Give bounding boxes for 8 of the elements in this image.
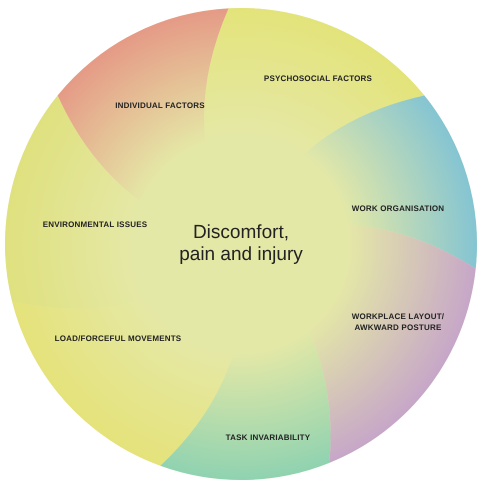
center-title: Discomfort, pain and injury <box>178 222 304 266</box>
segment-label: PSYCHOSOCIAL FACTORS <box>248 72 388 84</box>
segment-label: INDIVIDUAL FACTORS <box>100 100 220 110</box>
segment-label: ENVIRONMENTAL ISSUES <box>25 218 165 230</box>
segment-label: WORKPLACE LAYOUT/ AWKWARD POSTURE <box>343 311 453 333</box>
segment-label: WORK ORGANISATION <box>333 202 463 214</box>
segment-label: LOAD/FORCEFUL MOVEMENTS <box>43 332 193 344</box>
segment-label: TASK INVARIABILITY <box>208 432 328 442</box>
